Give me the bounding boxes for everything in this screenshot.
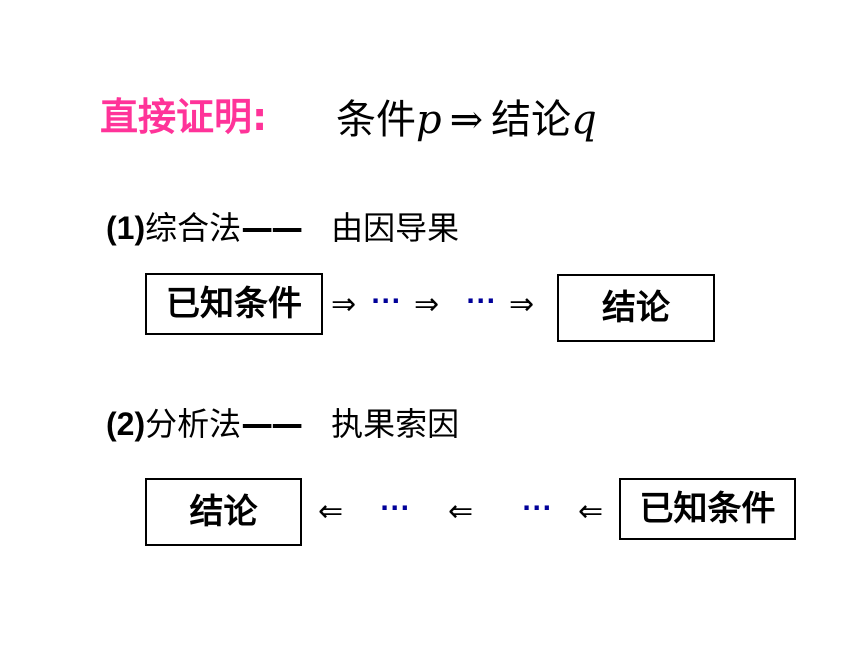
formula-q: q	[571, 97, 597, 143]
method2-dots-2: ···	[522, 494, 553, 522]
proof-formula: 条件p⇒结论q	[336, 100, 597, 140]
method1-dots-2: ···	[466, 287, 497, 315]
method2-dash: ——	[241, 405, 303, 443]
method2-label: (2)	[106, 406, 146, 442]
method1-arrow-3: ⇒	[509, 287, 535, 322]
method2-end-box: 已知条件	[619, 478, 796, 540]
method1-dots-1: ···	[371, 287, 402, 315]
method2-dots-1: ···	[380, 494, 411, 522]
method2-desc: 执果索因	[331, 405, 460, 443]
method2-arrow-1: ⇐	[318, 494, 344, 529]
implies-arrow: ⇒	[449, 97, 484, 143]
method1-end-box: 结论	[557, 274, 715, 342]
method2-heading: (2)分析法—— 执果索因	[106, 408, 459, 440]
method1-name: 综合法	[145, 209, 242, 247]
method2-arrow-3: ⇐	[578, 494, 604, 529]
method2-arrow-2: ⇐	[448, 494, 474, 529]
formula-conclusion: 结论	[491, 97, 572, 143]
method1-arrow-2: ⇒	[414, 287, 440, 322]
method2-start-box: 结论	[145, 478, 302, 546]
method1-desc: 由因导果	[331, 209, 460, 247]
formula-p: p	[416, 97, 442, 143]
method2-name: 分析法	[145, 405, 242, 443]
method1-start-box: 已知条件	[145, 273, 323, 335]
page-title: 直接证明:	[100, 95, 268, 139]
method1-heading: (1)综合法—— 由因导果	[106, 212, 459, 244]
method1-label: (1)	[106, 210, 146, 246]
formula-condition: 条件	[336, 97, 416, 143]
method1-dash: ——	[241, 209, 303, 247]
method1-arrow-1: ⇒	[331, 287, 357, 322]
